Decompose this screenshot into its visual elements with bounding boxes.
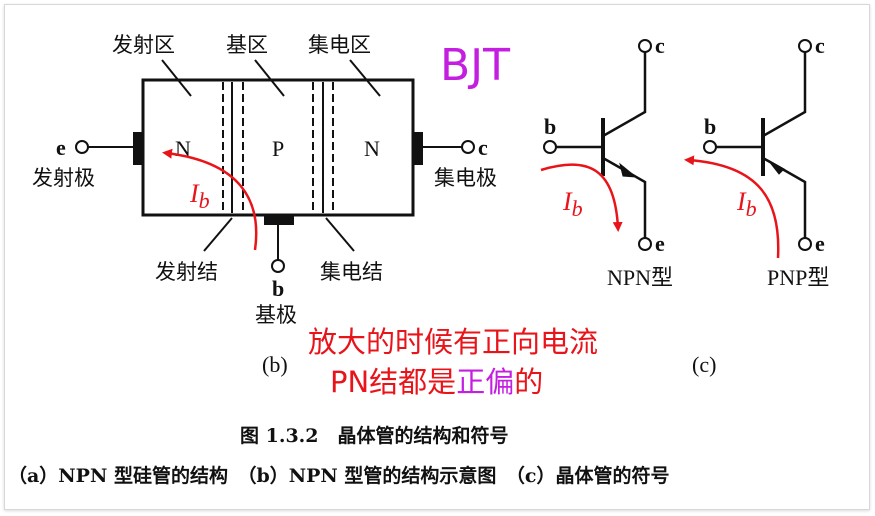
collector-junction-label: 集电结 — [320, 260, 383, 284]
emitter-contact — [133, 132, 143, 165]
collector-terminal-icon — [461, 140, 475, 154]
emitter-region-label: 发射区 — [112, 33, 175, 57]
junction-lines — [222, 82, 334, 213]
pnp-ib-arrow — [684, 155, 780, 259]
npn-label: NPN型 — [607, 265, 673, 290]
npn-symbol — [543, 39, 652, 251]
npn-e: e — [655, 231, 665, 256]
title: BJT — [440, 40, 510, 91]
ib-label: Ib — [189, 179, 210, 213]
npn-ib-label: Ib — [562, 187, 583, 221]
layer-p: P — [272, 136, 284, 161]
emitter-terminal-icon — [75, 140, 89, 154]
layer-n-right: N — [364, 136, 380, 161]
npn-b: b — [544, 114, 556, 139]
base-contact — [264, 215, 294, 225]
panel-c-label: (c) — [692, 352, 716, 377]
pnp-b: b — [704, 114, 716, 139]
figure-caption: 图 1.3.2 晶体管的结构和符号 — [240, 424, 509, 447]
pnp-label: PNP型 — [767, 265, 829, 290]
annotation-line1: 放大的时候有正向电流 — [308, 325, 598, 359]
collector-electrode-label: 集电极 — [434, 166, 497, 190]
base-electrode-label: 基极 — [255, 303, 297, 327]
annotation-line2: PN结都是正偏的 — [330, 365, 543, 399]
npn-c: c — [655, 33, 665, 58]
base-region-label: 基区 — [226, 33, 268, 57]
emitter-junction-label: 发射结 — [155, 260, 218, 284]
terminal-b: b — [272, 276, 284, 301]
pnp-e: e — [815, 231, 825, 256]
base-current-arrow — [162, 148, 258, 251]
emitter-electrode-label: 发射极 — [32, 166, 95, 190]
leader-lines — [161, 59, 381, 252]
collector-contact — [413, 132, 423, 165]
pnp-ib-label: Ib — [736, 187, 757, 221]
panel-b-label: (b) — [262, 352, 288, 377]
pnp-c: c — [815, 33, 825, 58]
base-terminal-icon — [271, 259, 285, 273]
figure-card — [4, 4, 870, 510]
figure-subcaption: （a）NPN 型硅管的结构 （b）NPN 型管的结构示意图 （c）晶体管的符号 — [8, 464, 669, 487]
terminal-c: c — [478, 135, 488, 160]
pnp-symbol — [703, 39, 812, 251]
collector-region-label: 集电区 — [308, 33, 371, 57]
npn-ib-arrow — [540, 163, 623, 232]
terminal-e: e — [56, 135, 66, 160]
